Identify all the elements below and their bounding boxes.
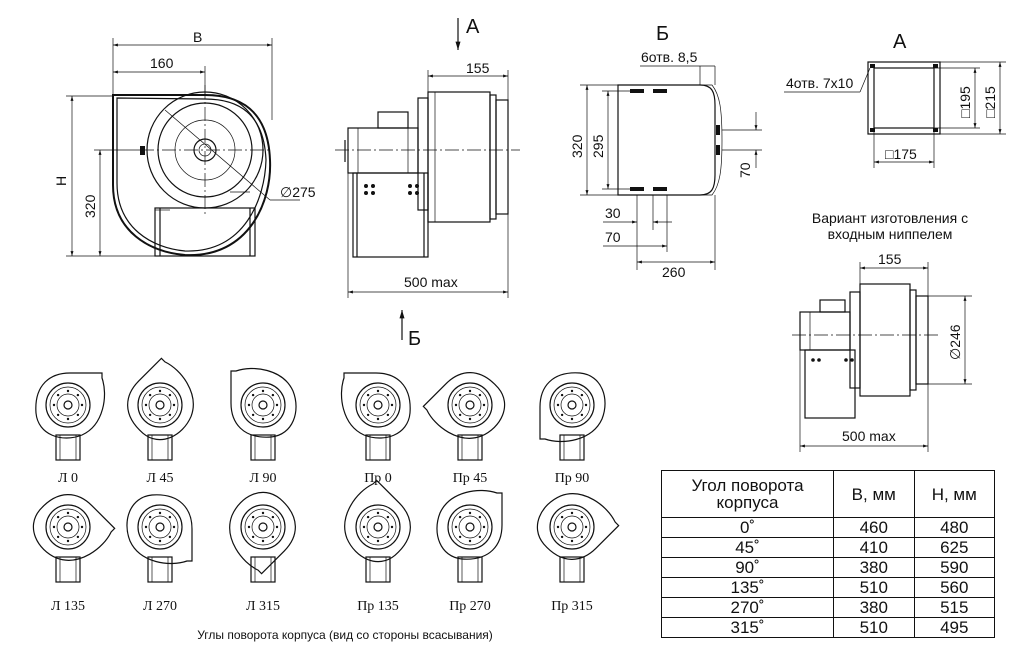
dim-160-label: 160 xyxy=(150,55,174,71)
view-a-title: А xyxy=(893,31,907,53)
front-view xyxy=(112,85,300,257)
rotation-icon-label: Пр 90 xyxy=(555,471,590,486)
table-cell: 380 xyxy=(833,597,915,618)
rotation-icon: Пр 90 xyxy=(539,372,606,486)
table-cell: 510 xyxy=(833,617,915,638)
table-cell: 480 xyxy=(913,517,995,538)
angles-caption: Углы поворота корпуса (вид со стороны вс… xyxy=(197,628,493,642)
rotation-icon-label: Л 270 xyxy=(143,599,177,614)
dim-70v-label: 70 xyxy=(737,162,753,178)
rotation-icon-label: Л 315 xyxy=(246,599,280,614)
dim-70h-label: 70 xyxy=(605,229,621,245)
dim-295-label: 295 xyxy=(590,134,606,158)
rotation-icon-label: Пр 315 xyxy=(551,599,593,614)
rotation-icon: Л 270 xyxy=(126,494,193,614)
dim-6holes-label: 6отв. 8,5 xyxy=(641,49,698,65)
table-cell: 510 xyxy=(833,577,915,598)
table-cell: 45˚ xyxy=(660,537,835,558)
rotation-icon-label: Пр 270 xyxy=(449,599,491,614)
dim-30-label: 30 xyxy=(605,205,621,221)
dim-260-label: 260 xyxy=(662,264,686,280)
table-cell: 625 xyxy=(913,537,995,558)
rotation-angle-icons: Л 0 Л 45 Л 90 Пр 0 Пр 45 Пр 90 Л 135 Л 270 Л 315… xyxy=(32,357,620,614)
nipple-variant-caption: Вариант изготовления с входным ниппелем xyxy=(811,210,969,242)
table-header-h: H, мм xyxy=(913,470,995,518)
rotation-icon-label: Пр 45 xyxy=(453,471,488,486)
table-cell: 410 xyxy=(833,537,915,558)
view-arrow-a-label: А xyxy=(466,16,480,38)
dim-500maxn-label: 500 max xyxy=(842,428,896,444)
rotation-icon-label: Л 90 xyxy=(250,471,277,486)
dim-175-label: □175 xyxy=(885,146,917,162)
table-cell: 515 xyxy=(913,597,995,618)
view-b-title: Б xyxy=(656,23,669,45)
table-header-row: Угол поворота корпуса B, мм H, мм xyxy=(660,470,995,518)
side-view: А Б 155 500 max xyxy=(335,16,520,350)
rotation-icon: Л 45 xyxy=(127,357,194,486)
dim-4holes-label: 4отв. 7х10 xyxy=(786,75,853,91)
dim-phi246-label: ∅246 xyxy=(947,324,963,360)
rotation-icon: Пр 315 xyxy=(536,493,620,614)
rotation-icon: Л 315 xyxy=(229,491,296,614)
table-cell: 90˚ xyxy=(660,557,835,578)
dim-b-label: B xyxy=(193,29,202,45)
table-cell: 315˚ xyxy=(660,617,835,638)
table-header-b: B, мм xyxy=(833,470,915,518)
dim-195-label: □195 xyxy=(957,86,973,118)
front-view-dimensions: B 160 H 320 ∅275 xyxy=(53,29,316,257)
table-cell: 0˚ xyxy=(660,517,835,538)
table-cell: 135˚ xyxy=(660,577,835,598)
table-cell: 380 xyxy=(833,557,915,578)
rotation-icon: Л 90 xyxy=(230,367,297,486)
rotation-icon: Пр 45 xyxy=(422,372,506,486)
dim-320-label: 320 xyxy=(82,194,98,218)
rotation-icon: Л 135 xyxy=(32,494,116,614)
dim-215-label: □215 xyxy=(982,86,998,118)
rotation-icon-label: Пр 135 xyxy=(357,599,399,614)
dim-h-label: H xyxy=(53,176,69,186)
table-cell: 495 xyxy=(913,617,995,638)
rotation-icon-label: Л 0 xyxy=(58,471,78,486)
nipple-variant-view: 155 ∅246 500 max xyxy=(792,251,972,452)
dim-155n-label: 155 xyxy=(878,251,902,267)
table-cell: 460 xyxy=(833,517,915,538)
table-cell: 560 xyxy=(913,577,995,598)
rotation-icon: Пр 270 xyxy=(436,489,503,614)
rotation-icon: Л 0 xyxy=(35,372,106,486)
view-b: Б 320 295 6отв. 8,5 70 30 70 xyxy=(569,23,762,280)
dim-500max-label: 500 max xyxy=(404,274,458,290)
table-cell: 270˚ xyxy=(660,597,835,618)
rotation-icon-label: Л 135 xyxy=(51,599,85,614)
rotation-icon: Пр 135 xyxy=(344,479,411,614)
dim-155-label: 155 xyxy=(466,60,490,76)
rotation-icon-label: Пр 0 xyxy=(364,471,392,486)
view-a: А 4отв. 7х10 □195 □215 □175 xyxy=(784,31,1006,168)
dim-phi275-label: ∅275 xyxy=(280,184,316,200)
rotation-icon: Пр 0 xyxy=(340,372,411,486)
table-header-angle: Угол поворота корпуса xyxy=(660,470,835,518)
view-arrow-b-label: Б xyxy=(408,328,421,350)
table-cell: 590 xyxy=(913,557,995,578)
dim-320b-label: 320 xyxy=(569,134,585,158)
rotation-icon-label: Л 45 xyxy=(147,471,174,486)
